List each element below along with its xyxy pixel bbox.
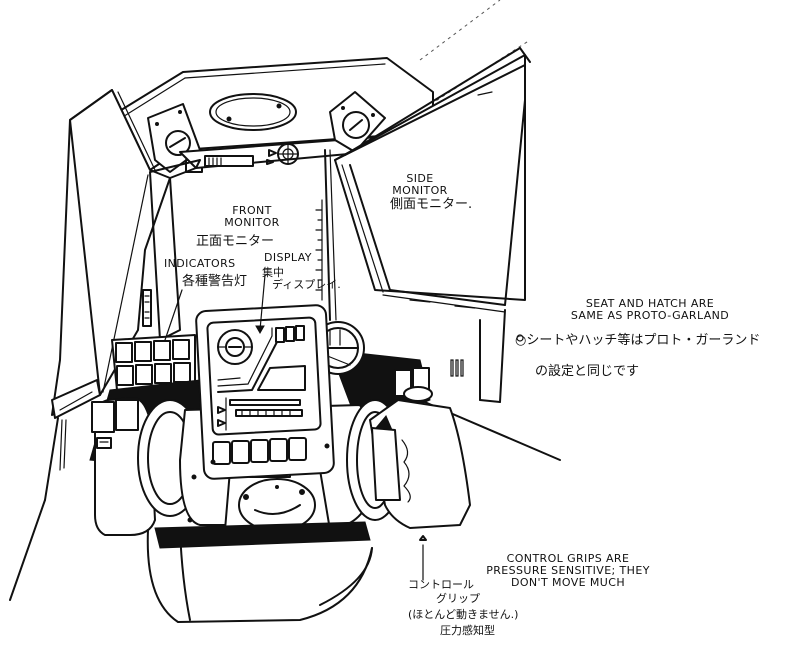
control-grips-label-line3: DON'T MOVE MUCH <box>510 576 626 589</box>
monitor-ruler <box>315 199 323 301</box>
control-grips-jp-line1: コントロール <box>408 578 474 591</box>
seat-hatch-label-line2: SAME AS PROTO-GARLAND <box>570 309 730 322</box>
control-grips-jp-line2: グリップ <box>436 592 480 605</box>
display-jp-line2: ディスプレイ. <box>272 278 341 291</box>
side-monitor-jp: 側面モニター. <box>390 197 473 212</box>
seat-hatch-jp-line1: ○シートやハッチ等はプロト・ガーランド <box>515 333 761 348</box>
control-grips-label-line1: CONTROL GRIPS ARE <box>506 552 630 565</box>
display-console <box>195 304 335 480</box>
front-monitor-jp: 正面モニター <box>196 234 275 249</box>
ceiling-hatch-ring <box>209 93 297 131</box>
indicators-label: INDICATORS <box>164 257 236 270</box>
left-control-grip <box>91 397 156 536</box>
display-jp-line1: 集中 <box>262 266 284 279</box>
seat-hatch-jp-line2: の設定と同じです <box>535 364 640 379</box>
indicators-jp: 各種警告灯 <box>182 274 248 289</box>
seat-base <box>146 521 373 623</box>
slider-control <box>204 155 254 167</box>
side-monitor-label-line1: SIDE <box>406 172 434 185</box>
side-monitor-label-line2: MONITOR <box>392 184 448 197</box>
right-control-grip <box>369 367 471 529</box>
right-upper-gauge <box>329 91 386 153</box>
control-grips-jp-line4: 圧力感知型 <box>440 624 495 637</box>
side-monitor-label: SIDE MONITOR <box>390 173 450 197</box>
control-grips-jp-line3: (ほとんど動きません.) <box>408 608 519 621</box>
left-wall-panel <box>9 89 171 601</box>
side-monitor-frame <box>334 47 531 313</box>
front-monitor-label-line2: MONITOR <box>224 216 280 229</box>
front-monitor-label: FRONT MONITOR <box>212 205 292 229</box>
console-buttons <box>212 437 307 465</box>
indicator-lights <box>111 289 196 391</box>
leader-lines <box>164 274 427 581</box>
seat-hatch-label-line1: SEAT AND HATCH ARE <box>585 297 715 310</box>
seat-hatch-label: SEAT AND HATCH ARE SAME AS PROTO-GARLAND <box>560 298 740 322</box>
display-label: DISPLAY <box>264 251 312 264</box>
front-monitor-label-line1: FRONT <box>232 204 272 217</box>
control-grips-label-line2: PRESSURE SENSITIVE; THEY <box>486 564 650 577</box>
control-grips-label: CONTROL GRIPS ARE PRESSURE SENSITIVE; TH… <box>478 553 658 589</box>
